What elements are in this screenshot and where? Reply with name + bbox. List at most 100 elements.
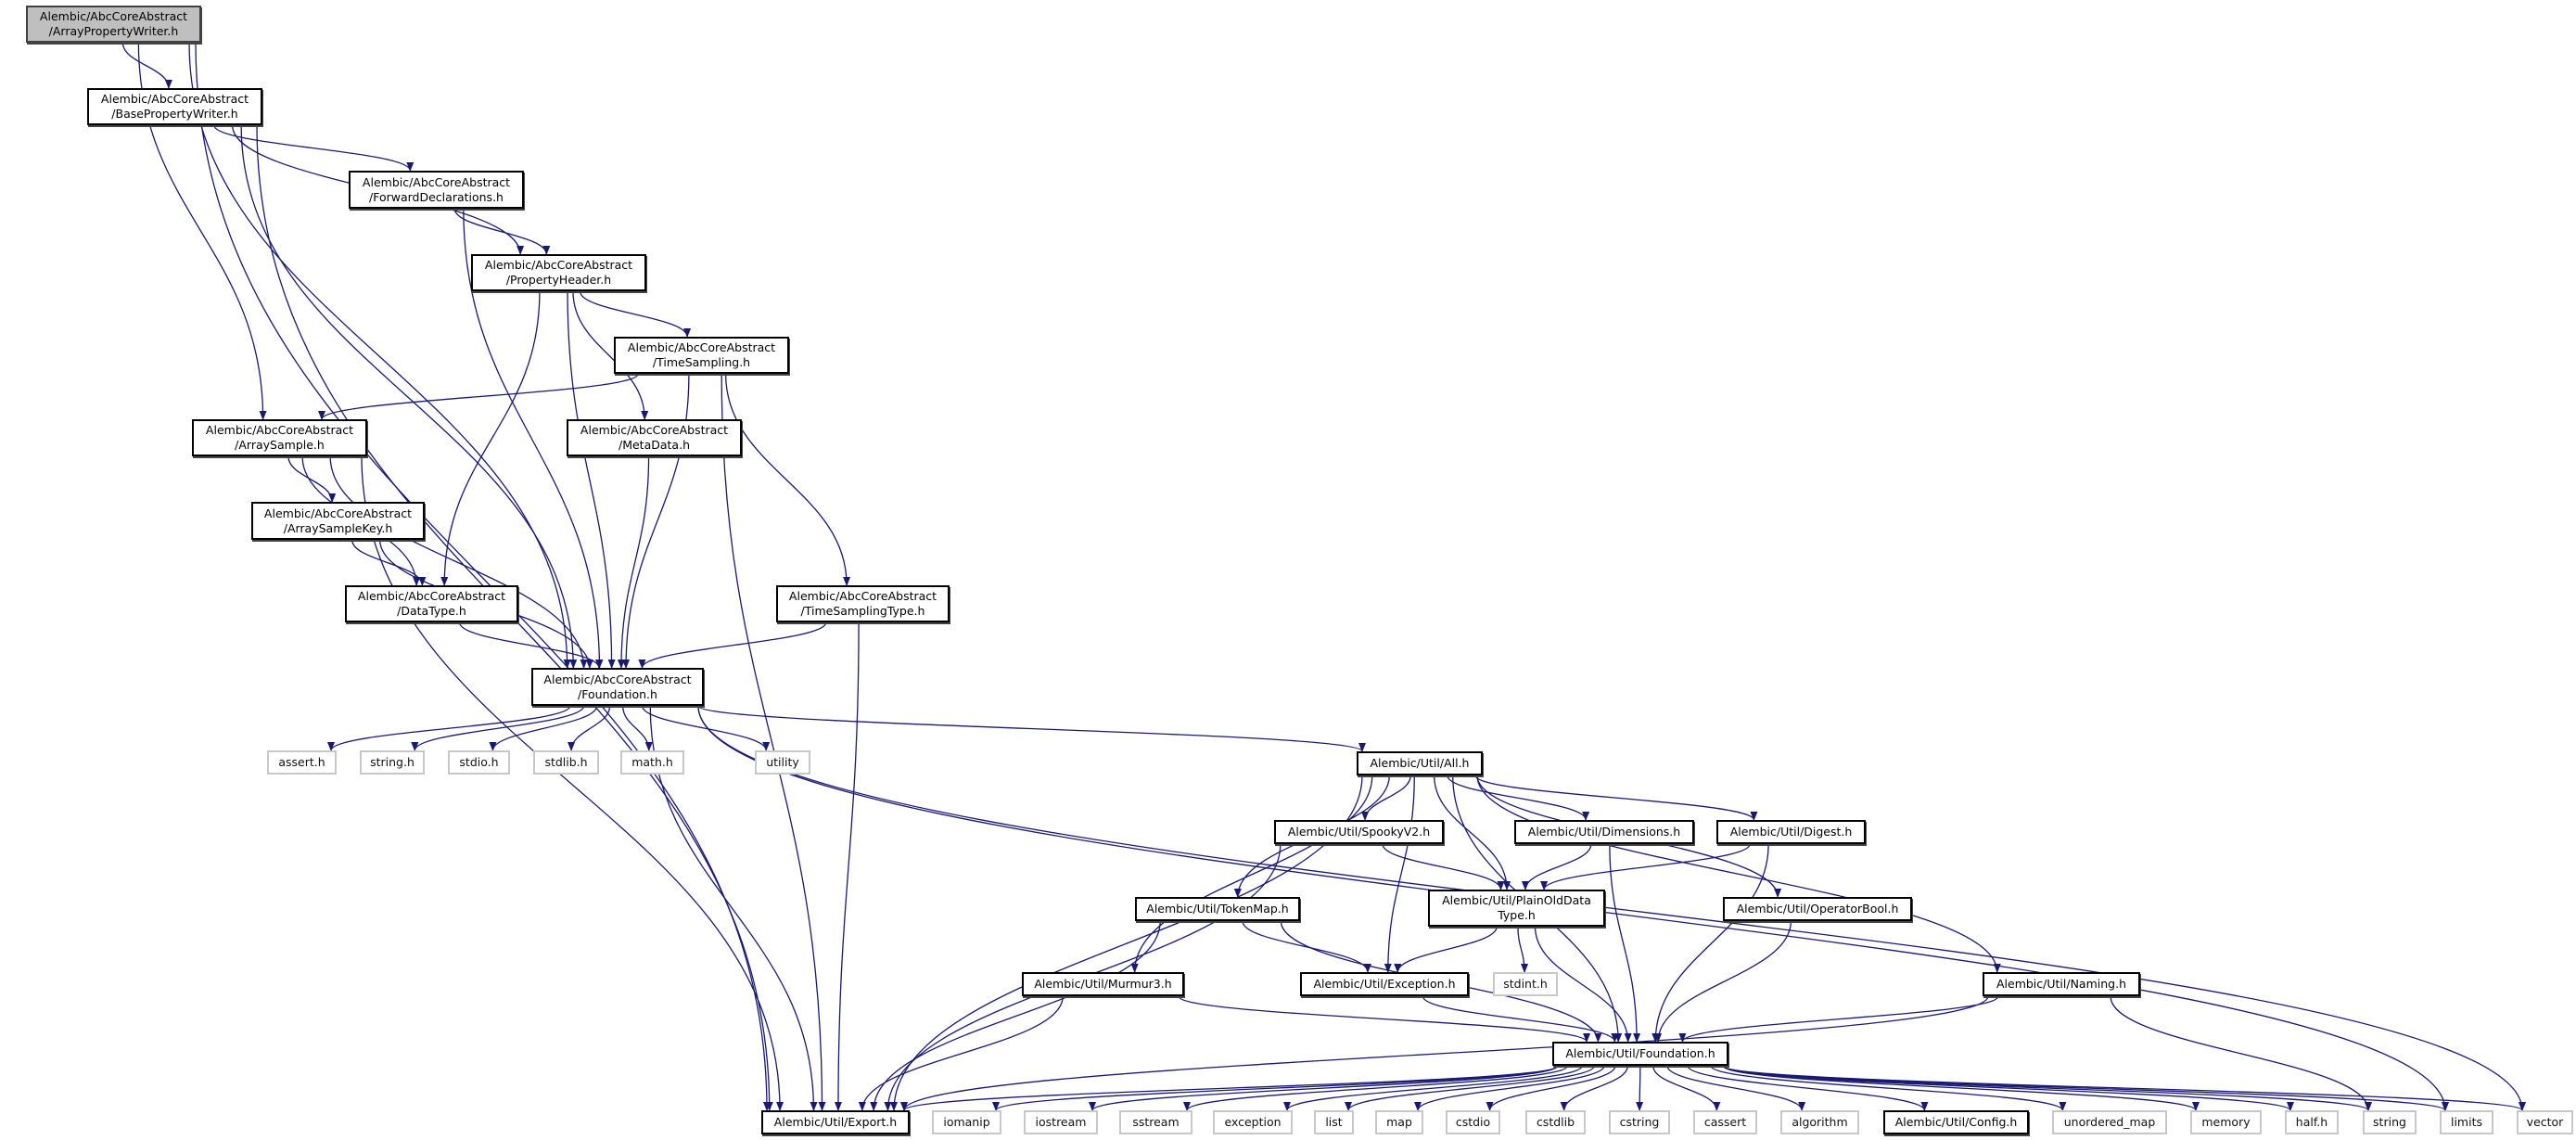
edge-uf-to-vector xyxy=(1722,1065,2526,1111)
node-label: /PropertyHeader.h xyxy=(505,273,612,287)
edge-tok-to-exc xyxy=(1242,920,1371,973)
node-dt[interactable]: Alembic/AbcCoreAbstract/DataType.h xyxy=(345,585,518,622)
edge-digest-to-uf xyxy=(1651,843,1769,1043)
edge-ph-to-ts xyxy=(579,290,692,338)
node-label: Alembic/Util/Digest.h xyxy=(1729,825,1853,839)
node-memory: memory xyxy=(2190,1110,2262,1134)
node-math: math.h xyxy=(620,750,684,775)
node-naming[interactable]: Alembic/Util/Naming.h xyxy=(1983,972,2140,996)
node-ask[interactable]: Alembic/AbcCoreAbstract/ArraySampleKey.h xyxy=(251,502,425,540)
node-exception: exception xyxy=(1213,1110,1293,1134)
node-label: Alembic/AbcCoreAbstract xyxy=(627,340,776,354)
node-label: /TimeSampling.h xyxy=(652,355,751,369)
node-cassert: cassert xyxy=(1693,1110,1757,1134)
node-sstream: sstream xyxy=(1119,1110,1192,1134)
node-label: /ArraySample.h xyxy=(235,438,325,452)
edge-ph-to-af xyxy=(567,290,616,669)
node-label: math.h xyxy=(631,755,673,769)
edge-dim-to-pod xyxy=(1521,843,1592,890)
node-label: string xyxy=(2373,1115,2406,1129)
edge-uf-to-limits xyxy=(1722,1065,2449,1111)
edge-apw-to-bpw xyxy=(121,42,172,89)
node-iostream: iostream xyxy=(1024,1110,1098,1134)
node-digest[interactable]: Alembic/Util/Digest.h xyxy=(1716,820,1866,844)
edge-fwd-to-ph xyxy=(453,208,551,255)
edge-uf-to-cstring xyxy=(1636,1065,1644,1111)
node-tst[interactable]: Alembic/AbcCoreAbstract/TimeSamplingType… xyxy=(776,585,950,622)
node-label: map xyxy=(1386,1115,1412,1129)
node-af[interactable]: Alembic/AbcCoreAbstract/Foundation.h xyxy=(531,668,704,706)
node-label: /ArraySampleKey.h xyxy=(283,520,393,535)
edge-af-to-vector xyxy=(697,705,2526,1111)
node-label: Alembic/Util/PlainOldData xyxy=(1442,893,1591,907)
node-all[interactable]: Alembic/Util/All.h xyxy=(1357,751,1483,775)
node-config[interactable]: Alembic/Util/Config.h xyxy=(1883,1110,2029,1134)
edge-uf-to-list xyxy=(1345,1065,1596,1111)
edge-spooky-to-pod xyxy=(1382,843,1505,890)
node-list: list xyxy=(1314,1110,1354,1134)
node-dim[interactable]: Alembic/Util/Dimensions.h xyxy=(1514,820,1694,844)
node-label: list xyxy=(1325,1115,1343,1129)
node-tok[interactable]: Alembic/Util/TokenMap.h xyxy=(1135,897,1300,921)
node-stdint: stdint.h xyxy=(1493,972,1558,996)
node-cstdlib: cstdlib xyxy=(1525,1110,1586,1134)
node-stdlib: stdlib.h xyxy=(533,750,599,775)
node-label: Alembic/AbcCoreAbstract xyxy=(205,423,354,437)
edge-exc-to-uf xyxy=(1422,995,1619,1043)
edge-uf-to-exception xyxy=(1283,1065,1583,1111)
node-label: Alembic/Util/Export.h xyxy=(773,1115,898,1129)
edge-uf-to-cstdio xyxy=(1486,1065,1616,1111)
node-label: cassert xyxy=(1703,1115,1747,1129)
node-label: unordered_map xyxy=(2063,1115,2156,1129)
node-label: assert.h xyxy=(278,755,325,769)
edge-all-to-exc xyxy=(1384,775,1415,973)
node-label: Alembic/Util/Exception.h xyxy=(1313,977,1456,991)
node-export[interactable]: Alembic/Util/Export.h xyxy=(761,1110,910,1134)
node-label: Alembic/AbcCoreAbstract xyxy=(543,672,692,686)
node-label: Alembic/AbcCoreAbstract xyxy=(580,423,729,437)
node-label: Alembic/Util/Naming.h xyxy=(1996,977,2126,991)
node-ts[interactable]: Alembic/AbcCoreAbstract/TimeSampling.h xyxy=(614,337,789,374)
node-as[interactable]: Alembic/AbcCoreAbstract/ArraySample.h xyxy=(192,419,367,456)
node-fwd[interactable]: Alembic/AbcCoreAbstract/ForwardDeclarati… xyxy=(349,171,524,209)
node-label: /TimeSamplingType.h xyxy=(800,604,925,618)
node-label: Alembic/AbcCoreAbstract xyxy=(362,174,511,189)
edge-tok-to-export xyxy=(870,920,1161,1111)
node-bpw[interactable]: Alembic/AbcCoreAbstract/BasePropertyWrit… xyxy=(87,88,262,125)
node-label: /ForwardDeclarations.h xyxy=(369,189,504,204)
edge-as-to-ask xyxy=(287,455,337,503)
node-md[interactable]: Alembic/AbcCoreAbstract/MetaData.h xyxy=(567,419,742,456)
node-exc[interactable]: Alembic/Util/Exception.h xyxy=(1300,972,1469,996)
node-label: Alembic/Util/Dimensions.h xyxy=(1527,825,1681,839)
node-label: half.h xyxy=(2295,1115,2328,1129)
node-mur[interactable]: Alembic/Util/Murmur3.h xyxy=(1022,972,1184,996)
edge-uf-to-sstream xyxy=(1183,1065,1569,1111)
node-label: stdlib.h xyxy=(544,755,588,769)
node-label: Alembic/Util/Config.h xyxy=(1894,1115,2018,1129)
edge-mur-to-export xyxy=(858,995,1064,1111)
node-uf[interactable]: Alembic/Util/Foundation.h xyxy=(1552,1042,1728,1066)
edge-ts-to-af xyxy=(622,373,690,669)
node-spooky[interactable]: Alembic/Util/SpookyV2.h xyxy=(1274,820,1444,844)
node-label: limits xyxy=(2450,1115,2482,1129)
node-ph[interactable]: Alembic/AbcCoreAbstract/PropertyHeader.h xyxy=(471,254,646,291)
node-label: memory xyxy=(2201,1115,2251,1129)
edge-tst-to-af xyxy=(638,621,827,669)
node-opb[interactable]: Alembic/Util/OperatorBool.h xyxy=(1723,897,1912,921)
edge-ask-to-dt xyxy=(351,539,427,586)
node-label: Alembic/AbcCoreAbstract xyxy=(357,589,506,603)
edge-all-to-spooky xyxy=(1361,775,1411,821)
node-label: cstring xyxy=(1619,1115,1660,1129)
node-label: iostream xyxy=(1035,1115,1087,1129)
edge-af-to-stdio xyxy=(489,705,598,751)
node-apw[interactable]: Alembic/AbcCoreAbstract/ArrayPropertyWri… xyxy=(26,6,201,43)
edge-all-to-pod xyxy=(1434,775,1511,890)
node-map: map xyxy=(1375,1110,1423,1134)
node-label: stdio.h xyxy=(459,755,499,769)
edge-af-to-math xyxy=(621,705,653,751)
node-label: Alembic/AbcCoreAbstract xyxy=(100,92,249,106)
edge-all-to-digest xyxy=(1474,775,1758,821)
node-label: iomanip xyxy=(943,1115,990,1129)
edge-md-to-af xyxy=(617,455,650,669)
